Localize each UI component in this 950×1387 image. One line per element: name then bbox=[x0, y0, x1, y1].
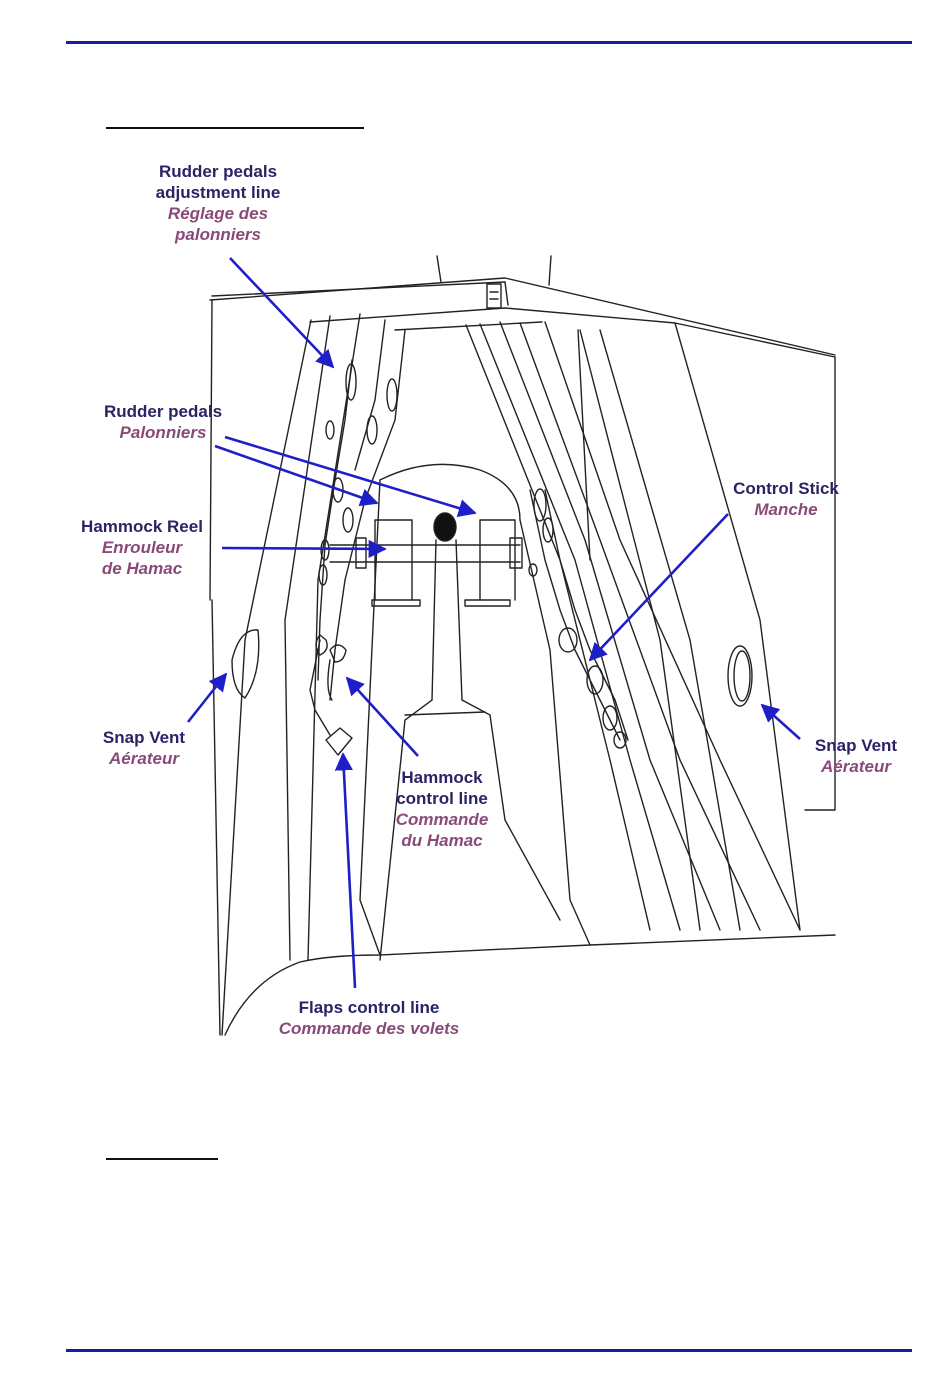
label-fr: du Hamac bbox=[378, 830, 506, 851]
arrow-snap-vent-right bbox=[762, 705, 800, 739]
arrow-flaps-control bbox=[343, 754, 355, 988]
arrow-rudder-pedal-right bbox=[225, 437, 475, 513]
label-en: Rudder pedals bbox=[138, 161, 298, 182]
label-en: control line bbox=[378, 788, 506, 809]
arrow-control-stick bbox=[590, 514, 728, 660]
label-en: Control Stick bbox=[716, 478, 856, 499]
label-fr: Réglage des bbox=[138, 203, 298, 224]
label-fr: Palonniers bbox=[85, 422, 241, 443]
label-en: Rudder pedals bbox=[85, 401, 241, 422]
label-control-stick: Control Stick Manche bbox=[716, 478, 856, 520]
label-snap-vent-right: Snap Vent Aérateur bbox=[796, 735, 916, 777]
label-fr: Aérateur bbox=[84, 748, 204, 769]
label-hammock-reel: Hammock Reel Enrouleur de Hamac bbox=[66, 516, 218, 579]
arrow-hammock-reel bbox=[222, 548, 385, 549]
label-flaps-control-line: Flaps control line Commande des volets bbox=[259, 997, 479, 1039]
arrow-snap-vent-left bbox=[188, 674, 226, 722]
label-rudder-pedals-adjustment: Rudder pedals adjustment line Réglage de… bbox=[138, 161, 298, 245]
arrow-rudder-adjust bbox=[230, 258, 333, 367]
label-fr: Enrouleur bbox=[66, 537, 218, 558]
label-en: Flaps control line bbox=[259, 997, 479, 1018]
arrow-hammock-control bbox=[347, 678, 418, 756]
label-en: Hammock bbox=[378, 767, 506, 788]
label-fr: Manche bbox=[716, 499, 856, 520]
label-en: Snap Vent bbox=[796, 735, 916, 756]
label-en: Hammock Reel bbox=[66, 516, 218, 537]
label-hammock-control-line: Hammock control line Commande du Hamac bbox=[378, 767, 506, 851]
label-snap-vent-left: Snap Vent Aérateur bbox=[84, 727, 204, 769]
label-fr: Commande bbox=[378, 809, 506, 830]
label-fr: palonniers bbox=[138, 224, 298, 245]
label-en: adjustment line bbox=[138, 182, 298, 203]
label-rudder-pedals: Rudder pedals Palonniers bbox=[85, 401, 241, 443]
label-fr: Aérateur bbox=[796, 756, 916, 777]
label-fr: Commande des volets bbox=[259, 1018, 479, 1039]
label-fr: de Hamac bbox=[66, 558, 218, 579]
label-en: Snap Vent bbox=[84, 727, 204, 748]
